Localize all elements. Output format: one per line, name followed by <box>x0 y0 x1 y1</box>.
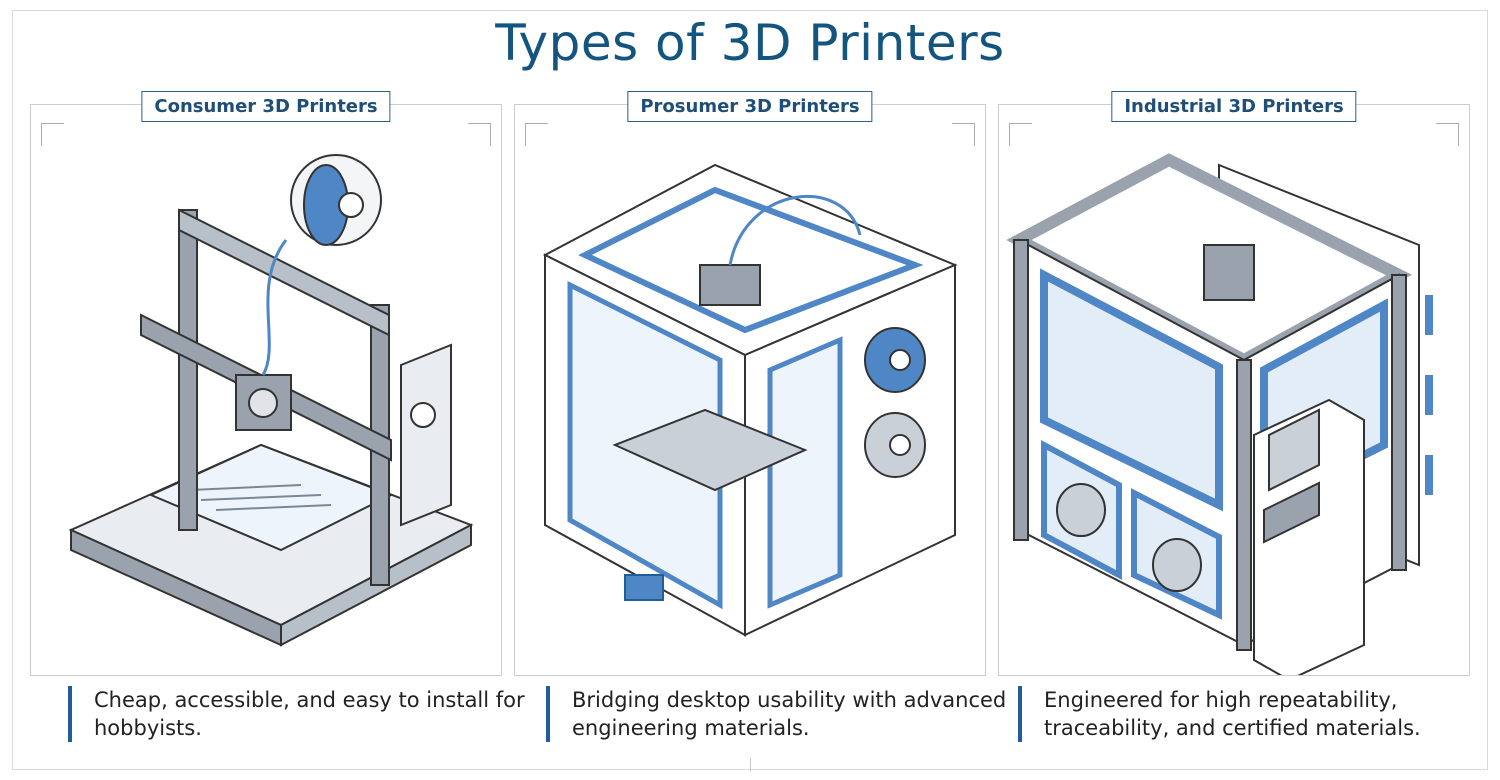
prosumer-printer-illustration <box>542 163 958 637</box>
panel-consumer: Consumer 3D Printers <box>30 91 502 676</box>
panel-corner <box>468 123 491 146</box>
panel-industrial: Industrial 3D Printers <box>998 91 1470 676</box>
panel-corner <box>41 123 64 146</box>
industrial-printer-illustration <box>1006 153 1433 675</box>
panel-corner <box>525 123 548 146</box>
page-title: Types of 3D Printers <box>495 14 1005 72</box>
panel-corner <box>1009 123 1032 146</box>
frame-tick <box>750 758 751 772</box>
caption-consumer: Cheap, accessible, and easy to install f… <box>68 686 534 742</box>
panel-prosumer: Prosumer 3D Printers <box>514 91 986 676</box>
caption-industrial: Engineered for high repeatability, trace… <box>1018 686 1484 742</box>
panel-corner <box>952 123 975 146</box>
panel-heading-industrial: Industrial 3D Printers <box>1111 91 1357 122</box>
panel-heading-consumer: Consumer 3D Printers <box>141 91 391 122</box>
caption-prosumer: Bridging desktop usability with advanced… <box>546 686 1012 742</box>
panel-heading-prosumer: Prosumer 3D Printers <box>627 91 873 122</box>
consumer-printer-illustration <box>68 154 474 647</box>
panel-corner <box>1436 123 1459 146</box>
